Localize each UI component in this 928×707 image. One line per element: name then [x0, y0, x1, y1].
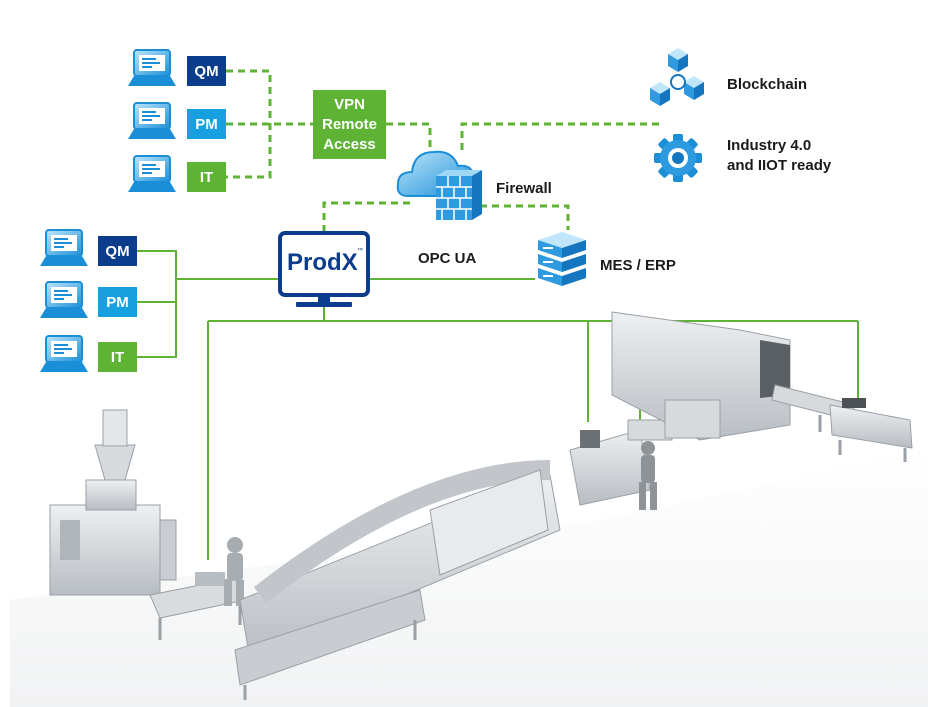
industry-label-line2: and IIOT ready: [727, 157, 832, 174]
laptop-icon-remote-qm: [128, 49, 176, 86]
server-icon: [538, 232, 586, 286]
local-qm-box: QM: [98, 236, 137, 266]
operator-figure-left: [224, 537, 244, 606]
packaging-table: [149, 572, 246, 640]
laptop-icon-local-it: [40, 335, 88, 372]
gear-icon: [654, 134, 702, 182]
local-it-box: IT: [98, 342, 137, 372]
laptop-icon-remote-it: [128, 155, 176, 192]
blockchain-icon: [650, 48, 704, 106]
remote-it-box: IT: [187, 162, 226, 192]
industry-label-line1: Industry 4.0: [727, 137, 812, 154]
local-pm-box: PM: [98, 287, 137, 317]
operator-figure-right: [639, 441, 657, 510]
vpn-dashed-lines: [226, 69, 660, 233]
firewall-label: Firewall: [496, 180, 552, 197]
laptop-icon-local-qm: [40, 229, 88, 266]
remote-pm-box: PM: [187, 109, 226, 139]
vpn-remote-access-box: VPN Remote Access: [313, 90, 386, 159]
vpn-line-3: Access: [323, 135, 376, 153]
mes-erp-label: MES / ERP: [600, 257, 676, 274]
cabinet-machine: [611, 311, 791, 441]
prodx-logo-text: ProdX: [287, 249, 358, 276]
blockchain-label: Blockchain: [727, 76, 808, 93]
laptop-icon-local-pm: [40, 281, 88, 318]
floor: [10, 450, 928, 707]
opc-ua-label: OPC UA: [418, 250, 477, 267]
filler-machine: [49, 409, 177, 596]
prodx-trademark: ™: [357, 248, 363, 254]
production-line: [49, 311, 913, 700]
monitor-icon: [278, 231, 370, 307]
checkweigher-machine: [771, 384, 913, 462]
tunnel-conveyor: [234, 460, 561, 700]
vpn-line-1: VPN: [334, 95, 365, 113]
remote-qm-box: QM: [187, 56, 226, 86]
vpn-line-2: Remote: [321, 115, 377, 133]
firewall-icon: [436, 170, 482, 220]
laptop-icon-remote-pm: [128, 102, 176, 139]
